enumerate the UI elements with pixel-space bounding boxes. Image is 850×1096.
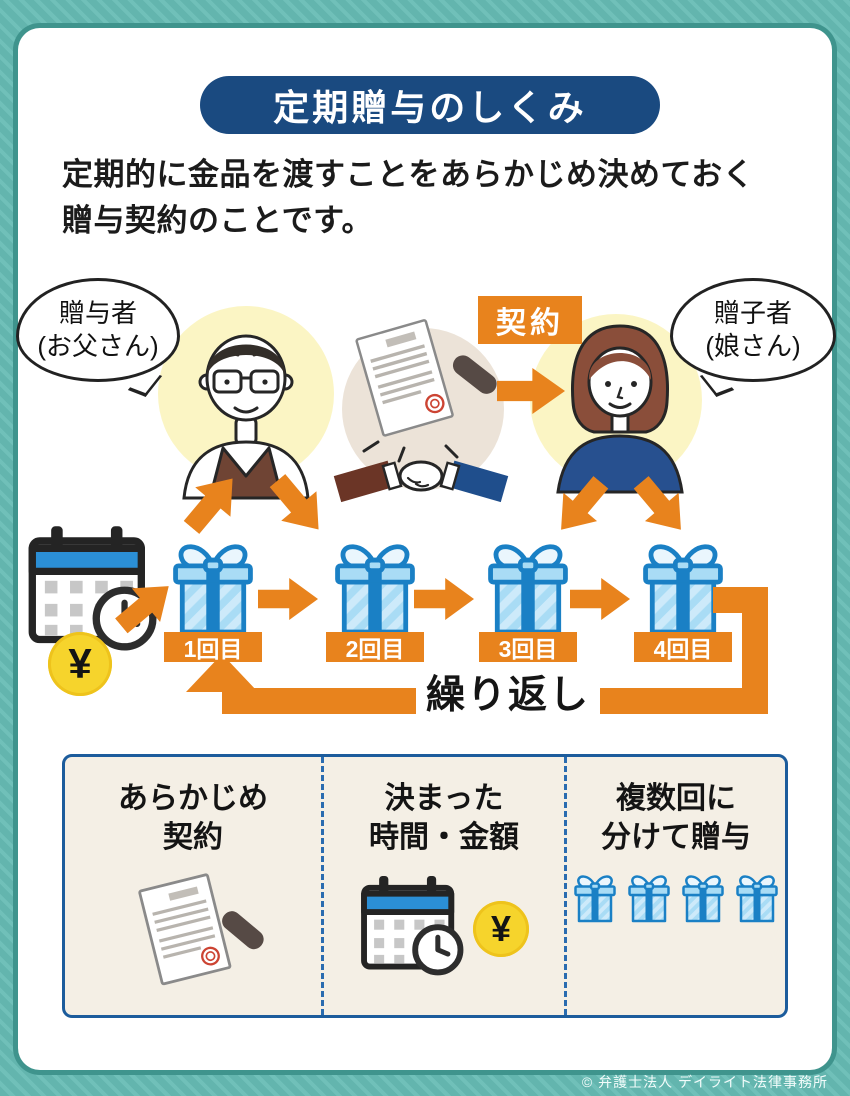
receiver-sublabel: (娘さん) (705, 331, 801, 361)
summary-gift-icon-1 (570, 871, 620, 923)
gift-box-2-icon (327, 536, 423, 636)
handshake-contract-icon (333, 319, 509, 503)
receiver-label: 贈子者 (713, 298, 792, 328)
arrow-gift1-to-gift2-icon (258, 578, 318, 620)
contract-badge: 契約 (478, 296, 582, 344)
giver-speech-bubble: 贈与者 (お父さん) (16, 278, 180, 382)
summary-gift-icon-3 (678, 871, 728, 923)
content-card: 定期贈与のしくみ 定期的に金品を渡すことをあらかじめ決めておく 贈与契約のことで… (16, 28, 836, 1070)
page-title: 定期贈与のしくみ (200, 76, 660, 134)
summary-calendar-clock-icon (359, 871, 463, 975)
summary-head-contract-line1: あらかじめ (118, 782, 268, 815)
summary-gift-icon-4 (732, 871, 782, 923)
father-avatar (182, 334, 310, 500)
giver-sublabel: (お父さん) (37, 331, 159, 361)
copyright-notice: © 弁護士法人 デイライト法律事務所 (581, 1074, 828, 1090)
summary-col-schedule: 決まった 時間・金額 ¥ (321, 757, 564, 1015)
gift-box-1-icon (165, 536, 261, 636)
gift-round-label-1: 1回目 (164, 632, 262, 662)
gift-box-3-icon (480, 536, 576, 636)
gift-box-4-icon (635, 536, 731, 636)
summary-document-stamp-icon (137, 872, 269, 986)
lead-line-2: 贈与契約のことです。 (62, 203, 373, 238)
summary-head-multiple-gifts: 複数回に 分けて贈与 (601, 779, 751, 857)
daughter-avatar (556, 324, 684, 494)
summary-box: あらかじめ 契約 決まった 時間・金額 ¥ 複数回に 分けて贈与 (62, 754, 788, 1018)
gift-round-label-2: 2回目 (326, 632, 424, 662)
summary-gift-icon-2 (624, 871, 674, 923)
summary-head-gifts-line2: 分けて贈与 (601, 821, 751, 854)
gift-round-label-3: 3回目 (479, 632, 577, 662)
summary-head-schedule-line1: 決まった (384, 782, 504, 815)
lead-text: 定期的に金品を渡すことをあらかじめ決めておく 贈与契約のことです。 (62, 152, 812, 244)
contract-document-icon (355, 319, 454, 437)
receiver-speech-bubble: 贈子者 (娘さん) (670, 278, 836, 382)
stamp-icon (452, 355, 497, 394)
arrow-gift3-to-gift4-icon (570, 578, 630, 620)
summary-head-contract: あらかじめ 契約 (118, 779, 268, 857)
summary-yen-symbol: ¥ (490, 908, 512, 949)
summary-col-contract: あらかじめ 契約 (65, 757, 321, 1015)
summary-head-contract-line2: 契約 (163, 821, 223, 854)
giver-label: 贈与者 (58, 298, 137, 328)
glasses-icon (212, 369, 280, 394)
calendar-clock-icon (26, 520, 156, 650)
repeat-label: 繰り返し (416, 664, 601, 720)
lead-line-1: 定期的に金品を渡すことをあらかじめ決めておく (62, 157, 755, 192)
arrow-gift2-to-gift3-icon (414, 578, 474, 620)
summary-yen-coin-icon: ¥ (473, 901, 529, 957)
summary-head-schedule-line2: 時間・金額 (369, 821, 519, 854)
yen-coin-icon: ¥ (48, 632, 112, 696)
gift-round-label-4: 4回目 (634, 632, 732, 662)
summary-head-schedule: 決まった 時間・金額 (369, 779, 519, 857)
yen-symbol: ¥ (68, 640, 92, 687)
summary-head-gifts-line1: 複数回に (616, 782, 736, 815)
emphasis-lines (362, 440, 459, 463)
summary-col-multiple-gifts: 複数回に 分けて贈与 (564, 757, 785, 1015)
